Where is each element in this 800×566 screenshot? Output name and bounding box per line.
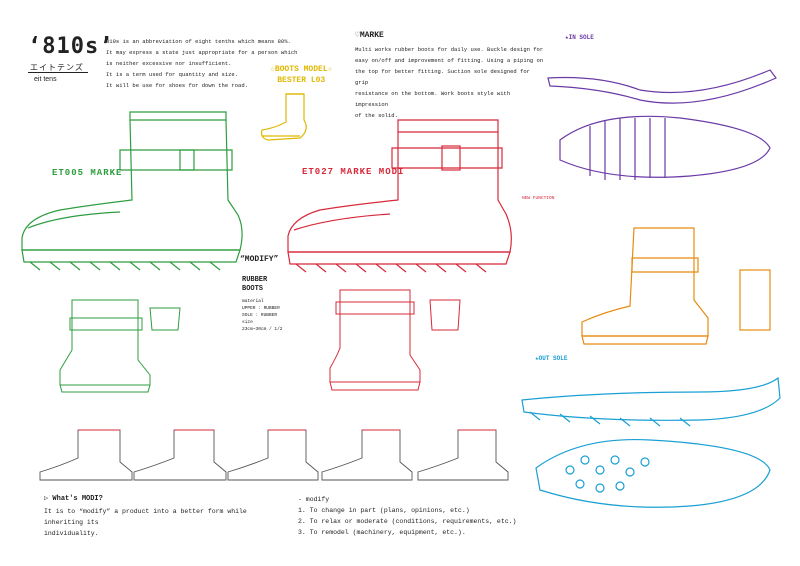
- spec-line: material: [242, 299, 264, 304]
- rubber-line: RUBBER: [242, 276, 268, 284]
- gray-boot-4: [321, 429, 413, 481]
- blue-outsole-side: [521, 376, 781, 427]
- intro-text: 810s is an abbreviation of eight tenths …: [106, 36, 306, 91]
- marke-heading: ♡MARKE: [355, 31, 384, 40]
- modify-tag: “MODIFY”: [240, 255, 279, 264]
- green-boot-sketch: [21, 111, 243, 271]
- spec-line: size: [242, 320, 253, 325]
- in-sole-label: ★IN SOLE: [565, 34, 594, 41]
- purple-insole-top: [559, 115, 771, 180]
- orange-boot-sketch: [581, 227, 771, 345]
- gray-boot-2: [133, 429, 227, 481]
- red-boot-title: ET027 MARKE MODI: [302, 167, 405, 177]
- logo-kana: エイトテンズ: [30, 63, 84, 72]
- intro-line: It will be use for shoes for down the ro…: [106, 82, 248, 89]
- model-label-line: ☆BOOTS MODEL☆: [270, 65, 333, 74]
- yellow-boot-sketch: [261, 93, 307, 141]
- blue-outsole-bottom: [535, 438, 771, 508]
- marke-line: Multi works rubber boots for daily use. …: [355, 46, 544, 53]
- gray-boot-row: [39, 429, 509, 481]
- marke-description: Multi works rubber boots for daily use. …: [355, 44, 545, 121]
- rubber-boots-label: RUBBER BOOTS: [242, 276, 267, 294]
- modify-item: 1. To change in part (plans, opinions, e…: [298, 507, 470, 514]
- spec-line: SOLE : RUBBER: [242, 313, 278, 318]
- modify-item: 3. To remodel (machinery, equipment, etc…: [298, 529, 466, 536]
- model-label-line: BESTER L03: [277, 76, 326, 85]
- marke-line: resistance on the bottom. Work boots sty…: [355, 90, 511, 108]
- purple-insole-side: [547, 69, 777, 104]
- marke-line: the top for better fitting. Suction sole…: [355, 68, 530, 86]
- spec-block: material UPPER : RUBBER SOLE : RUBBER si…: [242, 298, 283, 333]
- new-function-label: NEW FUNCTION: [522, 196, 555, 201]
- gray-boot-5: [417, 429, 509, 481]
- intro-line: 810s is an abbreviation of eight tenths …: [106, 38, 291, 45]
- green-boot-variant-sketch: [59, 299, 181, 393]
- boots-model-label: ☆BOOTS MODEL☆ BESTER L03: [270, 64, 332, 86]
- modify-item: 2. To relax or moderate (conditions, req…: [298, 518, 517, 525]
- gray-boot-3: [227, 429, 319, 481]
- red-boot-sketch: [287, 119, 512, 273]
- intro-line: It may express a state just appropriate …: [106, 49, 298, 56]
- modify-heading: - modify: [298, 496, 330, 503]
- whatis-body: It is to “modify” a product into a bette…: [44, 506, 284, 539]
- red-boot-variant-sketch: [329, 289, 461, 391]
- logo-subtitle: eit tens: [34, 76, 57, 83]
- logo-title: ‘810s’: [28, 34, 114, 59]
- rubber-line: BOOTS: [242, 285, 264, 293]
- green-boot-title: ET005 MARKE: [52, 168, 123, 178]
- logo-underline: [28, 72, 88, 73]
- marke-line: of the solid.: [355, 112, 398, 119]
- spec-line: 23cm~30cm / 1/2: [242, 327, 283, 332]
- whatis-line: It is to “modify” a product into a bette…: [44, 508, 247, 526]
- gray-boot-1: [39, 429, 133, 481]
- whatis-heading: ▷ What's MODI?: [44, 495, 103, 503]
- intro-line: is neither excessive nor insufficient.: [106, 60, 232, 67]
- intro-line: It is a term used for quantity and size.: [106, 71, 239, 78]
- modify-definition-list: - modify 1. To change in part (plans, op…: [298, 494, 518, 538]
- marke-line: easy on/off and improvement of fitting. …: [355, 57, 544, 64]
- whatis-line: individuality.: [44, 530, 99, 537]
- spec-line: UPPER : RUBBER: [242, 306, 280, 311]
- out-sole-label: ★OUT SOLE: [535, 355, 568, 362]
